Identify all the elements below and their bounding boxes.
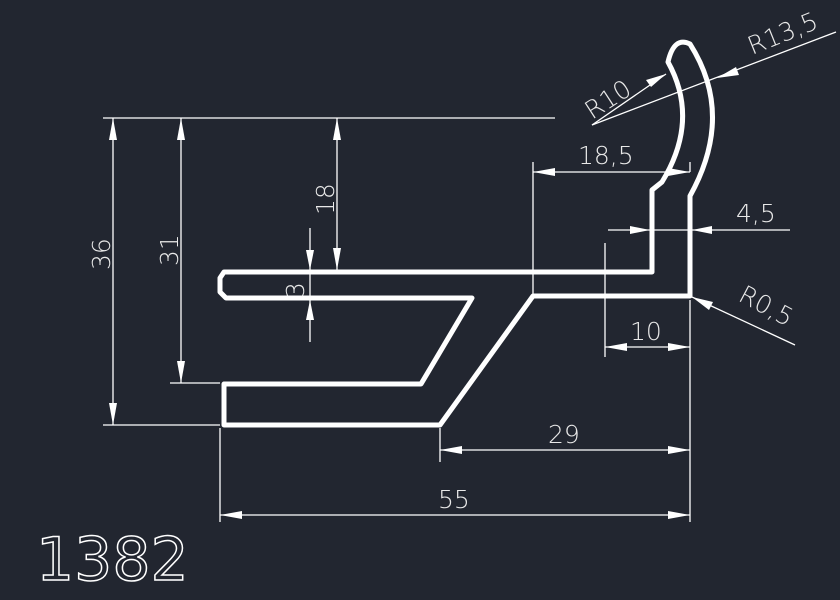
dimension-18-5: 18,5 bbox=[533, 141, 690, 176]
dimension-3: 3 bbox=[281, 228, 314, 342]
dimension-4-5: 4,5 bbox=[608, 199, 790, 234]
dimension-29: 29 bbox=[440, 420, 690, 454]
radius-r0-5-label: R0,5 bbox=[734, 280, 798, 332]
dimension-36-label: 36 bbox=[87, 238, 116, 270]
dimension-55-label: 55 bbox=[438, 485, 470, 514]
dimension-29-label: 29 bbox=[548, 420, 580, 449]
part-number: 1382 bbox=[36, 525, 189, 595]
dimension-10: 10 bbox=[605, 317, 690, 351]
dimension-31: 31 bbox=[155, 118, 185, 383]
dimension-10-label: 10 bbox=[630, 317, 662, 346]
radius-r10: R10 bbox=[579, 73, 667, 126]
extension-lines bbox=[103, 117, 691, 522]
dimension-31-label: 31 bbox=[155, 234, 184, 266]
dimension-18-5-label: 18,5 bbox=[578, 141, 634, 170]
dimension-18: 18 bbox=[311, 118, 341, 270]
profile-outline bbox=[217, 39, 715, 428]
radius-r0-5: R0,5 bbox=[691, 280, 798, 346]
radius-r10-label: R10 bbox=[579, 74, 636, 125]
dimension-55: 55 bbox=[220, 485, 690, 519]
dimension-18-label: 18 bbox=[311, 183, 340, 215]
dimension-36: 36 bbox=[87, 118, 117, 425]
dimension-3-label: 3 bbox=[281, 282, 310, 298]
dimension-4-5-label: 4,5 bbox=[736, 199, 776, 228]
